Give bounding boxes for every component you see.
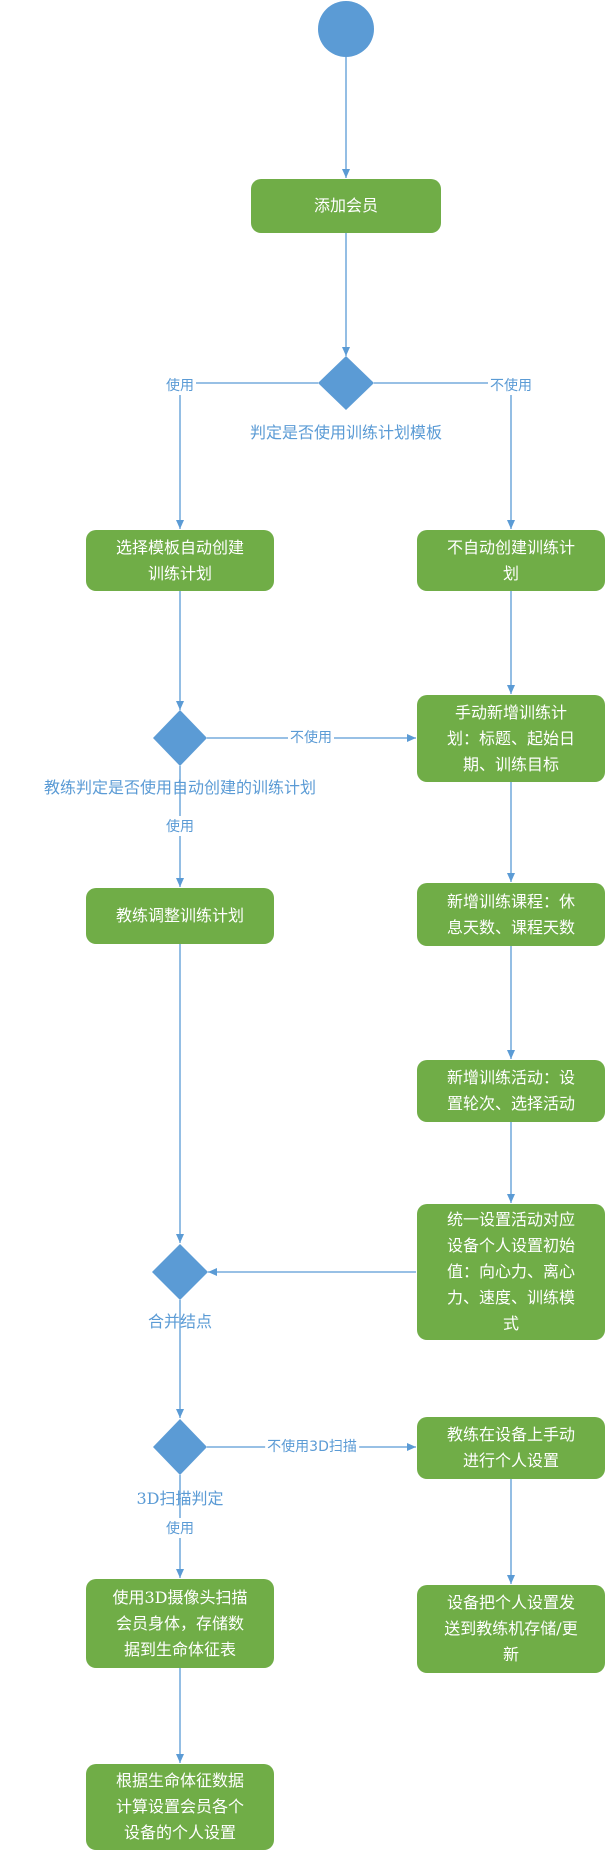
decision-diamond-scan bbox=[153, 1419, 207, 1475]
decision-diamond-coach bbox=[153, 710, 207, 766]
decision-diamond-use-template bbox=[318, 356, 374, 410]
decision-diamond-merge bbox=[152, 1244, 208, 1300]
decision-caption-merge: 合并结点 bbox=[147, 1312, 213, 1331]
edge-label-use-2: 使用 bbox=[164, 816, 196, 836]
decision-caption-scan: 3D扫描判定 bbox=[136, 1489, 224, 1508]
node-manual-device-setting: 教练在设备上手动 进行个人设置 bbox=[417, 1417, 605, 1479]
node-unify-settings: 统一设置活动对应 设备个人设置初始 值：向心力、离心 力、速度、训练模 式 bbox=[417, 1204, 605, 1340]
node-no-auto-create: 不自动创建训练计 划 bbox=[417, 530, 605, 591]
edge-label-not-use-3d: 不使用3D扫描 bbox=[265, 1436, 359, 1456]
node-calc-settings: 根据生命体征数据 计算设置会员各个 设备的个人设置 bbox=[86, 1764, 274, 1850]
edge-label-use-3: 使用 bbox=[164, 1518, 196, 1538]
decision-caption-coach: 教练判定是否使用自动创建的训练计划 bbox=[43, 778, 317, 797]
node-add-member: 添加会员 bbox=[251, 179, 441, 233]
edge-decision1-not-use bbox=[374, 382, 515, 529]
edge-label-not-use-1: 不使用 bbox=[488, 375, 534, 395]
decision-caption-use-template: 判定是否使用训练计划模板 bbox=[249, 423, 443, 442]
node-add-activity: 新增训练活动：设 置轮次、选择活动 bbox=[417, 1060, 605, 1122]
edge-decision1-use bbox=[176, 382, 318, 529]
node-3d-scan: 使用3D摄像头扫描 会员身体，存储数 据到生命体征表 bbox=[86, 1579, 274, 1668]
node-select-template: 选择模板自动创建 训练计划 bbox=[86, 530, 274, 591]
node-manual-add-plan: 手动新增训练计 划：标题、起始日 期、训练目标 bbox=[417, 695, 605, 782]
node-device-send: 设备把个人设置发 送到教练机存储/更 新 bbox=[417, 1585, 605, 1673]
edge-label-use-1: 使用 bbox=[164, 375, 196, 395]
start-node bbox=[318, 1, 374, 57]
edge-label-not-use-2: 不使用 bbox=[288, 727, 334, 747]
node-add-course: 新增训练课程：休 息天数、课程天数 bbox=[417, 883, 605, 946]
node-coach-adjust: 教练调整训练计划 bbox=[86, 888, 274, 944]
